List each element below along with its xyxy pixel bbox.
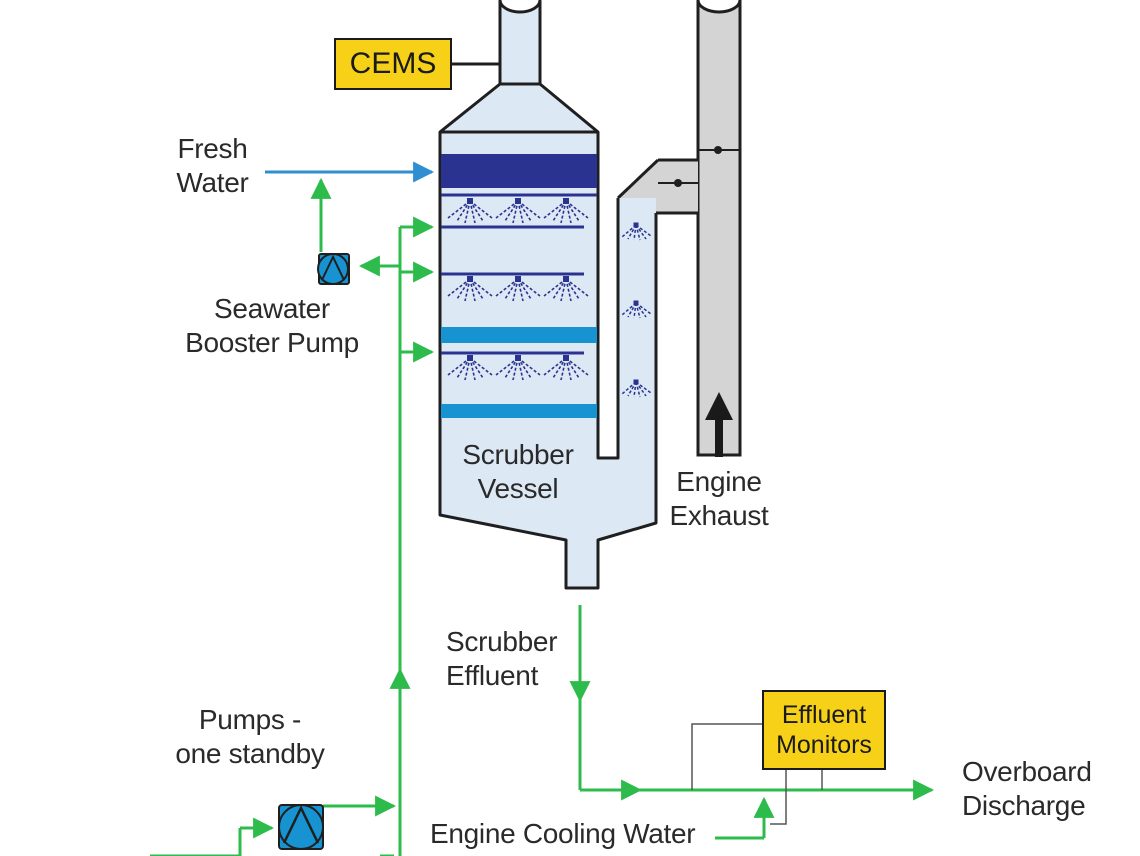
engine-cooling-water-label: Engine Cooling Water <box>430 818 696 849</box>
packing-layer <box>441 327 597 343</box>
packing-layer <box>441 154 597 188</box>
overboard-discharge-label: Overboard Discharge <box>962 756 1092 821</box>
packing-layer <box>441 404 597 418</box>
scrubber-vessel <box>438 0 658 590</box>
scrubber-effluent-label: Scrubber Effluent <box>446 626 558 691</box>
effluent-monitors-label-1: Effluent <box>781 701 867 729</box>
effluent-monitors-label-2: Monitors <box>776 731 872 759</box>
seawater-booster-pump-label: Seawater Booster Pump <box>185 293 359 358</box>
seawater-booster-pump-icon[interactable] <box>317 253 350 285</box>
damper-icon <box>714 146 722 154</box>
cems-box: CEMS <box>334 38 452 90</box>
pumps-standby-label: Pumps - one standby <box>175 704 325 769</box>
effluent-monitors-box: Effluent Monitors <box>762 690 886 770</box>
fresh-water-label: Fresh Water <box>176 133 249 198</box>
cems-label: CEMS <box>349 47 437 80</box>
exhaust-arrow-icon <box>705 392 733 457</box>
seawater-supply-lines <box>150 177 435 856</box>
damper-icon <box>674 179 682 187</box>
engine-exhaust-label: Engine Exhaust <box>669 466 769 531</box>
main-pump-icon[interactable] <box>278 804 324 850</box>
monitor-connections <box>691 723 823 825</box>
scrubber-vessel-label: Scrubber Vessel <box>462 439 574 504</box>
